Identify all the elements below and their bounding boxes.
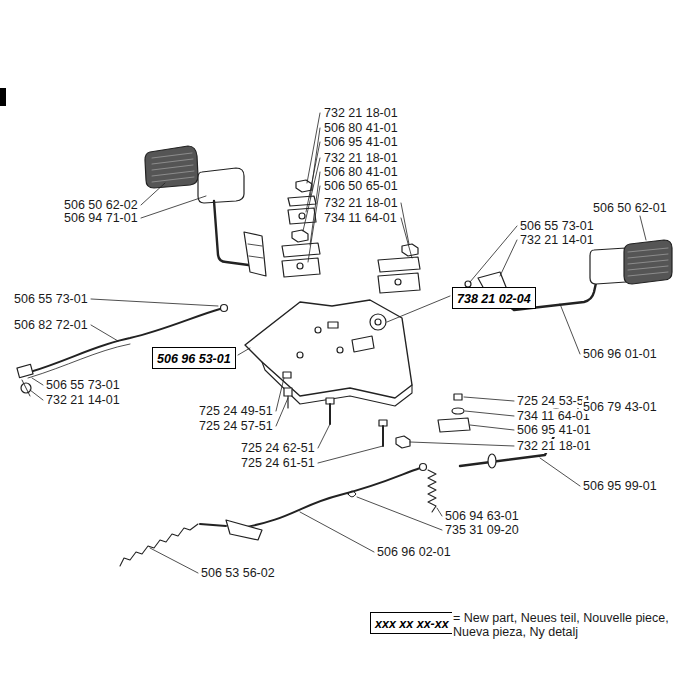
mounting-plate	[245, 300, 412, 406]
part-number: 734 11 64-01	[516, 409, 591, 423]
part-number: xxx xx xx-xx	[375, 617, 449, 631]
leader-lines	[30, 113, 646, 573]
part-number: 725 24 62-51	[240, 441, 316, 455]
part-number: 734 11 64-01	[323, 211, 398, 225]
part-number: 506 95 41-01	[516, 423, 592, 437]
part-number: 506 96 02-01	[376, 545, 452, 559]
bolts	[283, 372, 387, 446]
part-number: 732 21 14-01	[45, 393, 121, 407]
part-number: 506 94 71-01	[63, 211, 139, 225]
part-number: 506 80 41-01	[323, 165, 399, 179]
small-parts	[396, 394, 470, 448]
part-number: 506 79 43-01	[582, 400, 658, 414]
left-pedal	[145, 146, 266, 276]
part-number: 506 55 73-01	[519, 219, 595, 233]
block-group	[282, 230, 320, 277]
part-number: 735 31 09-20	[444, 523, 520, 537]
part-number: 506 95 99-01	[582, 479, 658, 493]
new-part-box: 738 21 02-04	[452, 287, 536, 309]
part-number: 506 94 63-01	[444, 509, 520, 523]
part-number: 732 21 14-01	[519, 233, 595, 247]
part-number: 506 82 72-01	[13, 318, 89, 332]
new-part-box: xxx xx xx-xx	[370, 612, 454, 634]
part-number: 732 21 18-01	[323, 106, 399, 120]
part-number: 506 96 53-01	[157, 352, 231, 366]
part-number: 725 24 57-51	[198, 419, 274, 433]
part-number: 506 55 73-01	[13, 292, 89, 306]
block-group	[378, 244, 420, 293]
part-number: 732 21 18-01	[516, 439, 592, 453]
part-number: 506 53 56-02	[200, 566, 276, 580]
part-number: 506 80 41-01	[323, 121, 399, 135]
part-number: 506 55 73-01	[45, 378, 121, 392]
part-number: 506 96 01-01	[582, 347, 658, 361]
part-number: 506 50 62-01	[592, 201, 668, 215]
part-number: 506 95 41-01	[323, 135, 399, 149]
part-number: 738 21 02-04	[457, 292, 531, 306]
part-number: 732 21 18-01	[323, 151, 399, 165]
part-number: 725 24 49-51	[198, 404, 274, 418]
part-number: 506 50 62-02	[63, 198, 139, 212]
part-number: 506 50 65-01	[323, 179, 399, 193]
part-number: 725 24 61-51	[240, 456, 316, 470]
part-number: 732 21 18-01	[323, 196, 399, 210]
part-number: 725 24 53-51	[516, 394, 592, 408]
new-part-box: 506 96 53-01	[152, 347, 236, 369]
legend-note: = New part, Neues teil, Nouvelle piece, …	[452, 611, 690, 639]
